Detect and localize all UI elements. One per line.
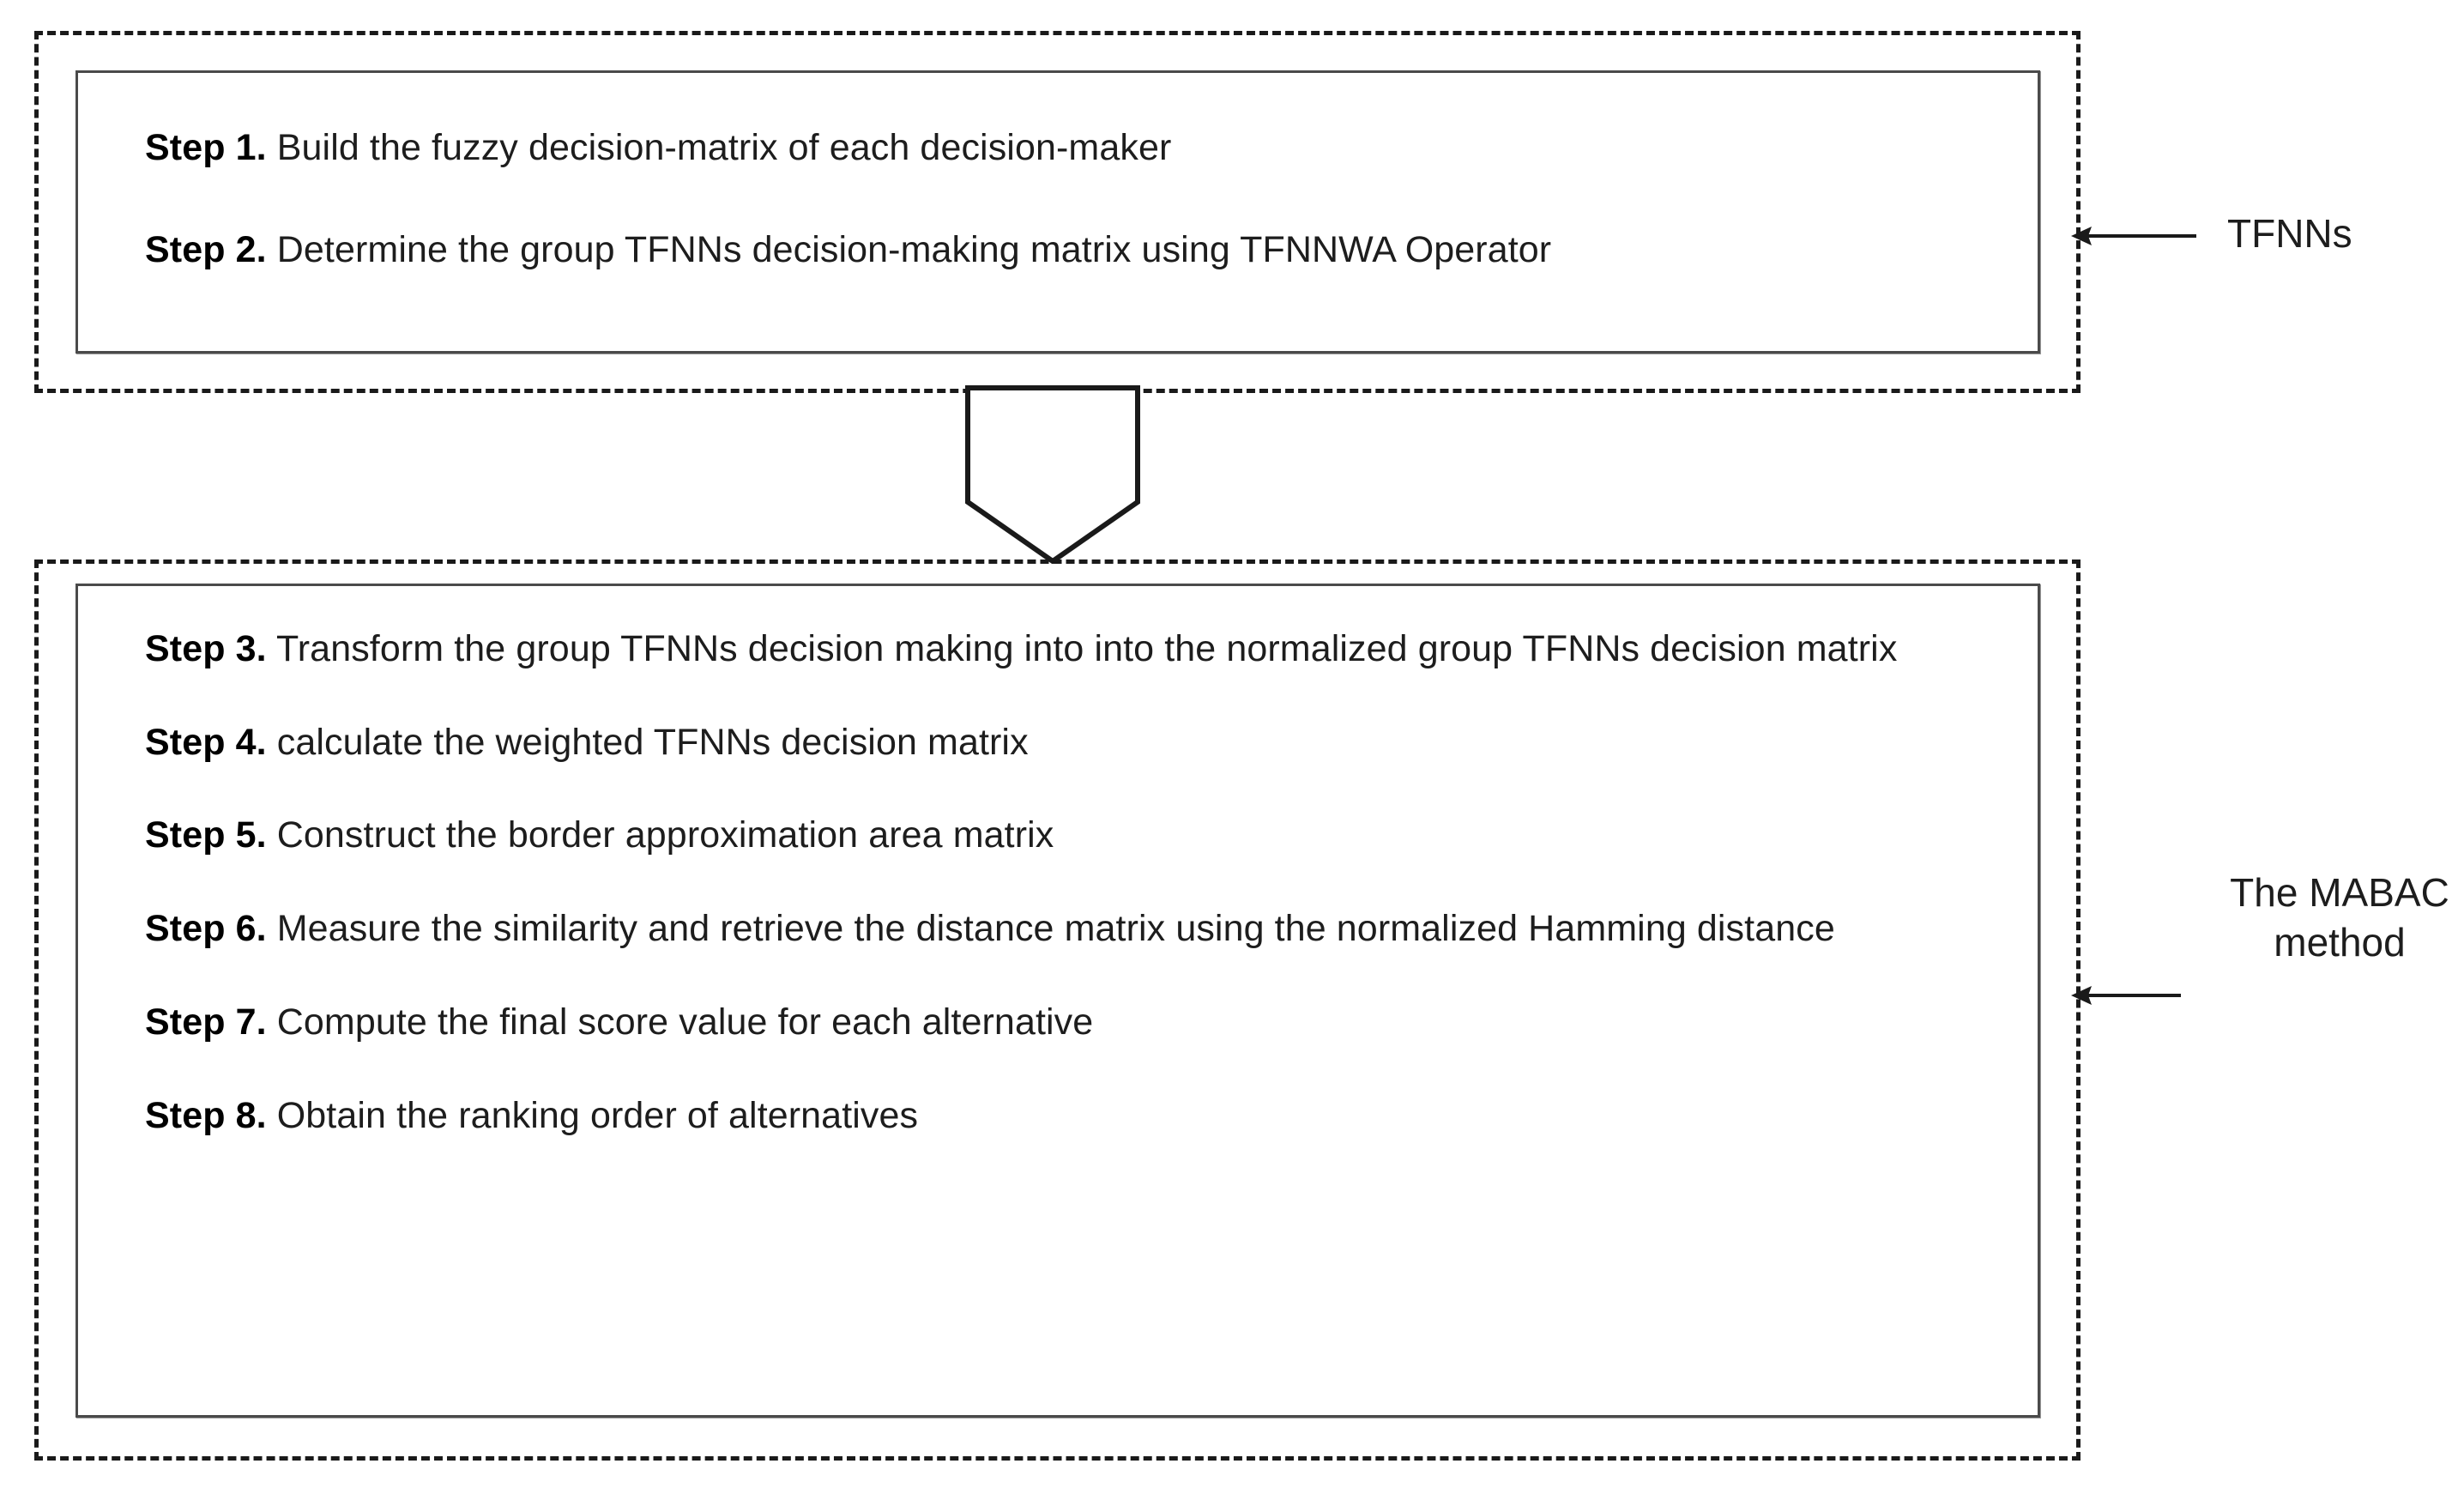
step-item: Step 6. Measure the similarity and retri… (145, 907, 2003, 951)
panel-tfnns-inner: Step 1. Build the fuzzy decision-matrix … (78, 73, 2038, 351)
step-label: Step 4. (145, 721, 267, 763)
group-container-mabac (34, 559, 2081, 1461)
step-label: Step 8. (145, 1094, 267, 1136)
step-text: Construct the border approximation area … (276, 814, 1054, 856)
step-item: Step 3. Transform the group TFNNs decisi… (145, 627, 2003, 671)
arrow-left-icon (2069, 219, 2198, 253)
callout-label-tfnns: TFNNs (2227, 211, 2352, 257)
step-item: Step 7. Compute the final score value fo… (145, 1001, 2003, 1044)
step-text: Build the fuzzy decision-matrix of each … (276, 127, 1172, 168)
step-text: Compute the final score value for each a… (276, 1001, 1094, 1043)
step-text: Measure the similarity and retrieve the … (276, 908, 1835, 950)
arrow-left-icon (2069, 978, 2183, 1013)
step-text: Transform the group TFNNs decision makin… (275, 628, 1898, 669)
step-label: Step 1. (145, 127, 267, 168)
panel-mabac-inner: Step 3. Transform the group TFNNs decisi… (78, 586, 2038, 1415)
step-label: Step 3. (145, 628, 267, 669)
step-label: Step 7. (145, 1001, 267, 1043)
step-text: Obtain the ranking order of alternatives (276, 1094, 919, 1136)
connector-down-arrow (963, 385, 1142, 564)
step-text: Determine the group TFNNs decision-makin… (276, 228, 1552, 270)
step-item: Step 5. Construct the border approximati… (145, 814, 2003, 857)
callout-tfnns: TFNNs (2069, 199, 2352, 273)
step-item: Step 1. Build the fuzzy decision-matrix … (145, 126, 2003, 170)
step-label: Step 6. (145, 908, 267, 950)
callout-label-mabac: The MABAC method (2230, 870, 2449, 965)
panel-tfnns: Step 1. Build the fuzzy decision-matrix … (75, 70, 2040, 354)
callout-mabac: The MABAC method (2069, 870, 2449, 1081)
step-label: Step 2. (145, 228, 267, 270)
step-label: Step 5. (145, 814, 267, 856)
step-item: Step 2. Determine the group TFNNs decisi… (145, 228, 2003, 272)
step-list-mabac: Step 3. Transform the group TFNNs decisi… (145, 627, 2003, 1137)
step-list-tfnns: Step 1. Build the fuzzy decision-matrix … (145, 126, 2003, 271)
step-item: Step 4. calculate the weighted TFNNs dec… (145, 721, 2003, 765)
step-text: calculate the weighted TFNNs decision ma… (276, 721, 1029, 763)
panel-mabac: Step 3. Transform the group TFNNs decisi… (75, 584, 2040, 1418)
step-item: Step 8. Obtain the ranking order of alte… (145, 1094, 2003, 1138)
